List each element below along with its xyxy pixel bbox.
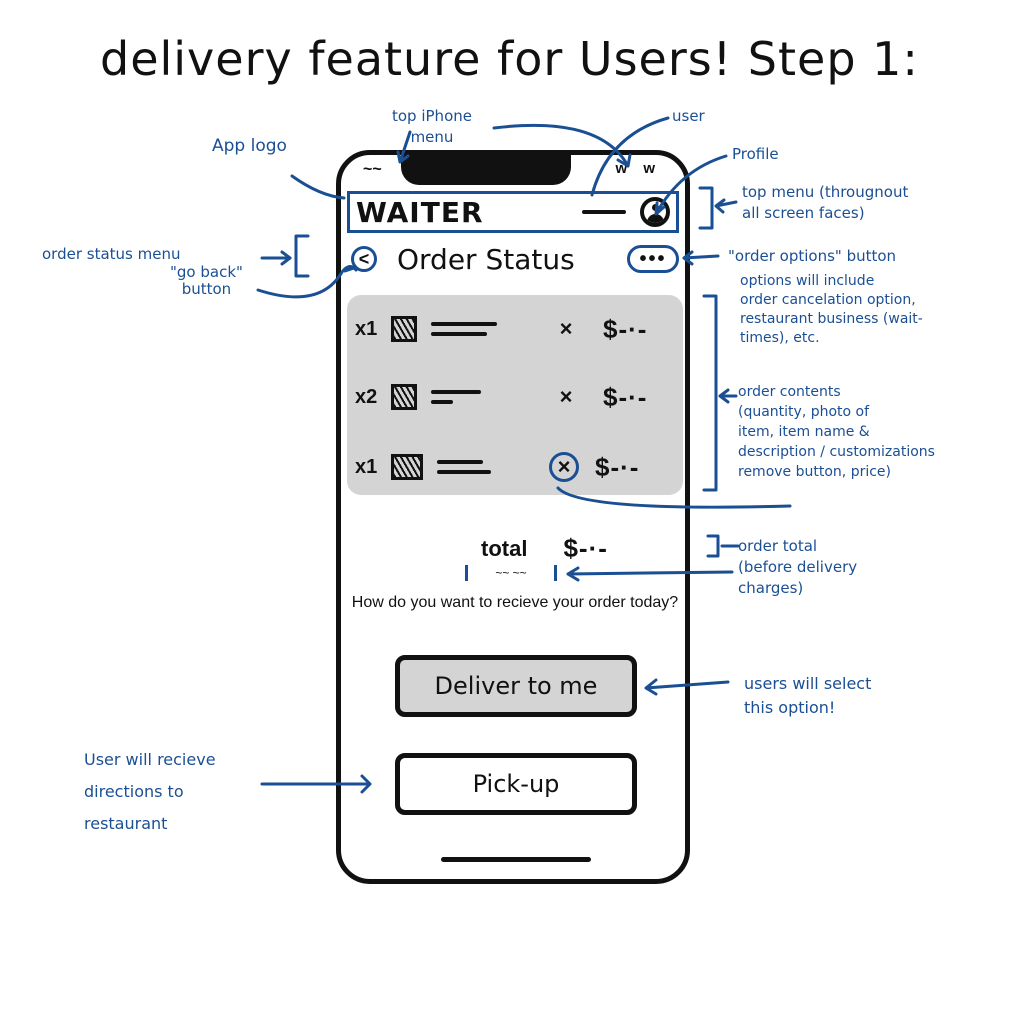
bracket-order-contents [702, 294, 738, 492]
item-price: $-·- [603, 313, 648, 344]
item-name [431, 384, 501, 410]
item-price: $-·- [595, 451, 640, 482]
item-quantity: x2 [355, 385, 378, 408]
item-name [437, 454, 507, 480]
order-options-button[interactable]: ••• [627, 245, 679, 273]
annotation-profile: Profile [732, 145, 779, 163]
back-button[interactable]: < [351, 246, 377, 272]
annotation-user: user [672, 107, 705, 125]
order-item: x1 × $-·- [355, 309, 675, 349]
arrow-profile [654, 154, 728, 216]
signal-icon: ~~ [363, 161, 382, 178]
annotation-order-total: order total (before delivery charges) [738, 537, 858, 597]
item-quantity: x1 [355, 317, 378, 340]
order-contents: x1 × $-·- x2 × $-·- x1 × $-·- [347, 295, 683, 495]
item-photo [391, 454, 423, 480]
annotation-app-logo: App logo [212, 136, 287, 156]
page-title: Order Status [397, 242, 575, 276]
bracket-order-total [706, 534, 740, 558]
remove-item-button[interactable]: × [559, 384, 573, 409]
bracket-order-status [260, 234, 310, 278]
bracket-top-menu [698, 186, 738, 230]
arrow-app-logo [290, 174, 346, 200]
profile-body [647, 214, 664, 223]
order-status-menu: < Order Status ••• [347, 239, 679, 279]
arrow-order-subtotal [566, 566, 734, 582]
phone-notch [401, 151, 571, 185]
annotation-order-status-menu: order status menu [42, 245, 181, 263]
order-item: x2 × $-·- [355, 377, 675, 417]
item-photo [391, 384, 417, 410]
home-indicator [441, 857, 591, 862]
annotation-options-detail: options will include order cancelation o… [740, 273, 923, 346]
annotation-deliver: users will select this option! [744, 674, 872, 717]
page-heading: delivery feature for Users! Step 1: [100, 32, 919, 86]
annotation-top-iphone-menu: top iPhone menu [392, 107, 472, 146]
total-label: total [481, 535, 528, 561]
remove-item-button[interactable]: × [549, 452, 579, 482]
top-menu: WAITER [347, 191, 679, 233]
annotation-pickup: User will recieve directions to restaura… [84, 750, 216, 833]
arrow-remove-button [556, 486, 792, 509]
item-name [431, 316, 501, 342]
arrow-iphone-icons [492, 123, 632, 168]
arrow-top-iphone-menu [396, 130, 412, 164]
arrow-deliver [644, 678, 730, 696]
deliver-to-me-button[interactable]: Deliver to me [395, 655, 637, 717]
phone-mockup: ~~ w w WAITER < Order Status ••• x1 × $-… [336, 150, 690, 884]
arrow-user [590, 116, 670, 197]
item-quantity: x1 [355, 455, 378, 478]
annotation-order-contents: order contents (quantity, photo of item,… [738, 384, 935, 480]
delivery-question: How do you want to recieve your order to… [351, 594, 679, 611]
remove-item-button[interactable]: × [559, 316, 573, 341]
item-price: $-·- [603, 381, 648, 412]
arrow-pickup [260, 774, 372, 794]
annotation-top-menu: top menu (througnout all screen faces) [742, 183, 909, 222]
order-item: x1 × $-·- [355, 447, 675, 487]
total-subtext: ~~ ~~ [465, 565, 557, 581]
app-logo[interactable]: WAITER [356, 195, 484, 229]
item-photo [391, 316, 417, 342]
annotation-order-options: "order options" button [728, 247, 897, 265]
arrow-go-back [256, 265, 358, 299]
order-total: total $-·- [481, 533, 608, 564]
arrow-order-options [682, 250, 720, 266]
user-name [582, 210, 626, 214]
total-value: $-·- [563, 533, 608, 563]
pick-up-button[interactable]: Pick-up [395, 753, 637, 815]
annotation-go-back: "go back" button [170, 263, 243, 298]
